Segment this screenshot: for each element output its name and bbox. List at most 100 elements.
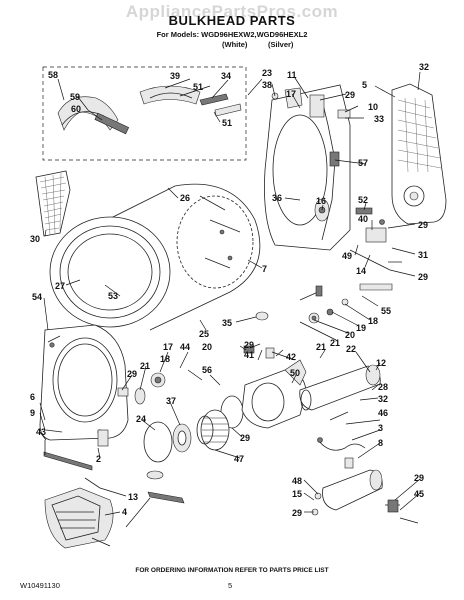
model-numbers: For Models: WGD96HEXW2,WGD96HEXL2	[156, 30, 308, 39]
ordering-note: FOR ORDERING INFORMATION REFER TO PARTS …	[135, 567, 329, 574]
wire-harness-parts	[311, 411, 366, 516]
callout-9: 37	[166, 396, 176, 406]
callout-41: 41	[244, 350, 254, 360]
callout-16: 16	[316, 196, 326, 206]
callout-37: 47	[234, 454, 244, 464]
callout-29: 29	[345, 90, 355, 100]
heater-bracket-group	[349, 207, 402, 291]
callout-25: 25	[199, 329, 209, 339]
burner-tube	[322, 469, 400, 513]
blower-housing	[241, 359, 307, 429]
callout-45: 4	[122, 507, 127, 517]
callout-15: 29	[292, 508, 302, 518]
leader-lines	[39, 71, 421, 547]
callout-14: 14	[356, 266, 366, 276]
rear-duct-cover	[391, 83, 447, 225]
callout-22: 22	[346, 344, 356, 354]
callout-47: 3	[378, 423, 383, 433]
callout-labels: 58 39 51 34 23 59 60 51 11 38 17 29 5 32…	[30, 62, 429, 518]
callout-60: 60	[71, 104, 81, 114]
callout-29: 29	[418, 220, 428, 230]
drum	[49, 183, 261, 331]
callout-6: 43	[36, 427, 46, 437]
inset-box	[42, 66, 247, 161]
front-duct	[44, 487, 114, 549]
callout-58: 58	[48, 70, 58, 80]
callout-17: 18	[160, 354, 170, 364]
callout-51: 51	[193, 82, 203, 92]
callout-11: 11	[287, 70, 297, 80]
callout-20: 21	[140, 361, 150, 371]
callout-35: 35	[222, 318, 232, 328]
callout-24: 29	[414, 473, 424, 483]
callout-5: 5	[362, 80, 367, 90]
callout-42: 42	[286, 352, 296, 362]
callout-32: 32	[419, 62, 429, 72]
callout-20: 20	[345, 330, 355, 340]
watermark: AppliancePartsPros.com	[125, 2, 339, 21]
heater-housing	[299, 364, 381, 411]
callout-3: 24	[136, 414, 146, 424]
callout-38: 38	[262, 80, 272, 90]
callout-49: 49	[342, 251, 352, 261]
callout-51: 51	[222, 118, 232, 128]
callout-57: 57	[358, 158, 368, 168]
variant-silver-label: (Silver)	[268, 40, 294, 49]
drum-baffle-inset	[139, 85, 201, 105]
callout-13: 45	[414, 489, 424, 499]
document-number: W10491130	[20, 581, 60, 590]
callout-7: 7	[262, 264, 267, 274]
variant-white-label: (White)	[222, 40, 248, 49]
callout-21: 44	[180, 342, 190, 352]
callout-53: 53	[108, 291, 118, 301]
callout-33: 33	[374, 114, 384, 124]
callout-39: 39	[170, 71, 180, 81]
callout-21: 21	[330, 338, 340, 348]
callout-26: 26	[180, 193, 190, 203]
bottom-small-parts	[44, 440, 185, 504]
callout-32: 9	[30, 408, 35, 418]
callout-56: 28	[378, 382, 388, 392]
callout-21: 21	[316, 342, 326, 352]
callout-29: 48	[292, 476, 302, 486]
callout-34: 34	[221, 71, 231, 81]
callout-29: 29	[418, 272, 428, 282]
callout-23: 23	[262, 68, 272, 78]
callout-52: 52	[358, 195, 368, 205]
page-title: BULKHEAD PARTS	[168, 13, 296, 28]
callout-40: 40	[358, 214, 368, 224]
callout-46: 8	[378, 438, 383, 448]
callout-18: 18	[368, 316, 378, 326]
callout-18: 29	[127, 369, 137, 379]
callout-19: 19	[356, 323, 366, 333]
callout-44: 56	[202, 365, 212, 375]
callout-50: 32	[378, 394, 388, 404]
callout-8: 2	[96, 454, 101, 464]
callout-27: 27	[55, 281, 65, 291]
callout-30: 30	[30, 234, 40, 244]
callout-29: 20	[202, 342, 212, 352]
callout-29: 29	[244, 340, 254, 350]
page-number: 5	[228, 581, 233, 590]
callout-31: 31	[418, 250, 428, 260]
rear-bulkhead	[264, 84, 351, 251]
callout-21: 17	[163, 342, 173, 352]
bracket-inset	[199, 93, 242, 117]
callout-54: 54	[32, 292, 42, 302]
callout-55: 55	[381, 306, 391, 316]
blower-wheel	[196, 409, 230, 451]
callout-2: 13	[128, 492, 138, 502]
front-bulkhead	[39, 324, 129, 441]
callout-36: 36	[272, 193, 282, 203]
callout-29: 50	[290, 368, 300, 378]
callout-48: 15	[292, 489, 302, 499]
lint-screen	[35, 170, 71, 237]
callout-17: 17	[286, 89, 296, 99]
callout-43: 29	[240, 433, 250, 443]
callout-28: 6	[30, 392, 35, 402]
callout-59: 59	[70, 92, 80, 102]
callout-12: 12	[376, 358, 386, 368]
callout-10: 10	[368, 102, 378, 112]
